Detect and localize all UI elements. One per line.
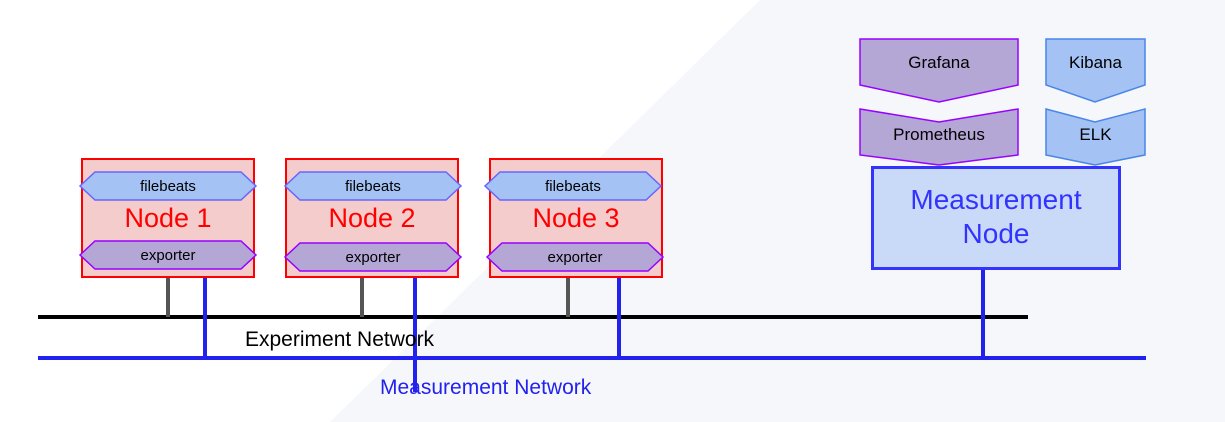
measurement-network-label: Measurement Network [380,376,592,399]
measurement-node-title: Measurement Node [874,183,1118,251]
prometheus-block: Prometheus [859,108,1019,166]
measurement-node-title-line2: Node [962,218,1030,249]
node-2-filebeats-label: filebeats [345,177,401,195]
kibana-label: Kibana [1069,53,1122,72]
node-1-filebeats-label: filebeats [140,177,196,195]
node-3-exporter-label: exporter [547,248,603,266]
measurement-node-box: Measurement Node [871,166,1121,270]
node-2-title: Node 2 [328,203,416,233]
elk-label: ELK [1079,125,1112,144]
grafana-label: Grafana [908,53,970,72]
node-3-exporter-agent: exporter [485,242,665,272]
node-3-experiment-connector [566,278,570,317]
node-1-filebeats-agent: filebeats [78,171,258,201]
node-2-filebeats-agent: filebeats [283,171,463,201]
node-3-measurement-connector [617,272,621,358]
node-1-exporter-label: exporter [140,246,196,264]
prometheus-label: Prometheus [893,125,985,144]
node-2-exporter-agent: exporter [283,242,463,272]
elk-block: ELK [1045,108,1146,166]
node-3-title: Node 3 [532,203,620,233]
node-2-measurement-connector [413,272,417,392]
node-2-exporter-label: exporter [345,248,401,266]
measurement-node-connector [981,270,985,358]
node-1-measurement-connector [203,272,207,358]
node-1-title: Node 1 [124,203,212,233]
kibana-block: Kibana [1045,38,1146,103]
node-3-filebeats-agent: filebeats [483,171,663,201]
node-2-experiment-connector [360,278,364,317]
experiment-network-label: Experiment Network [245,328,435,351]
node-1-exporter-agent: exporter [78,240,258,270]
measurement-node-title-line1: Measurement [910,184,1082,215]
node-3-filebeats-label: filebeats [545,177,601,195]
grafana-block: Grafana [859,38,1019,103]
measurement-network-line [38,356,1146,360]
node-1-experiment-connector [166,278,170,317]
experiment-network-line [38,315,1028,319]
